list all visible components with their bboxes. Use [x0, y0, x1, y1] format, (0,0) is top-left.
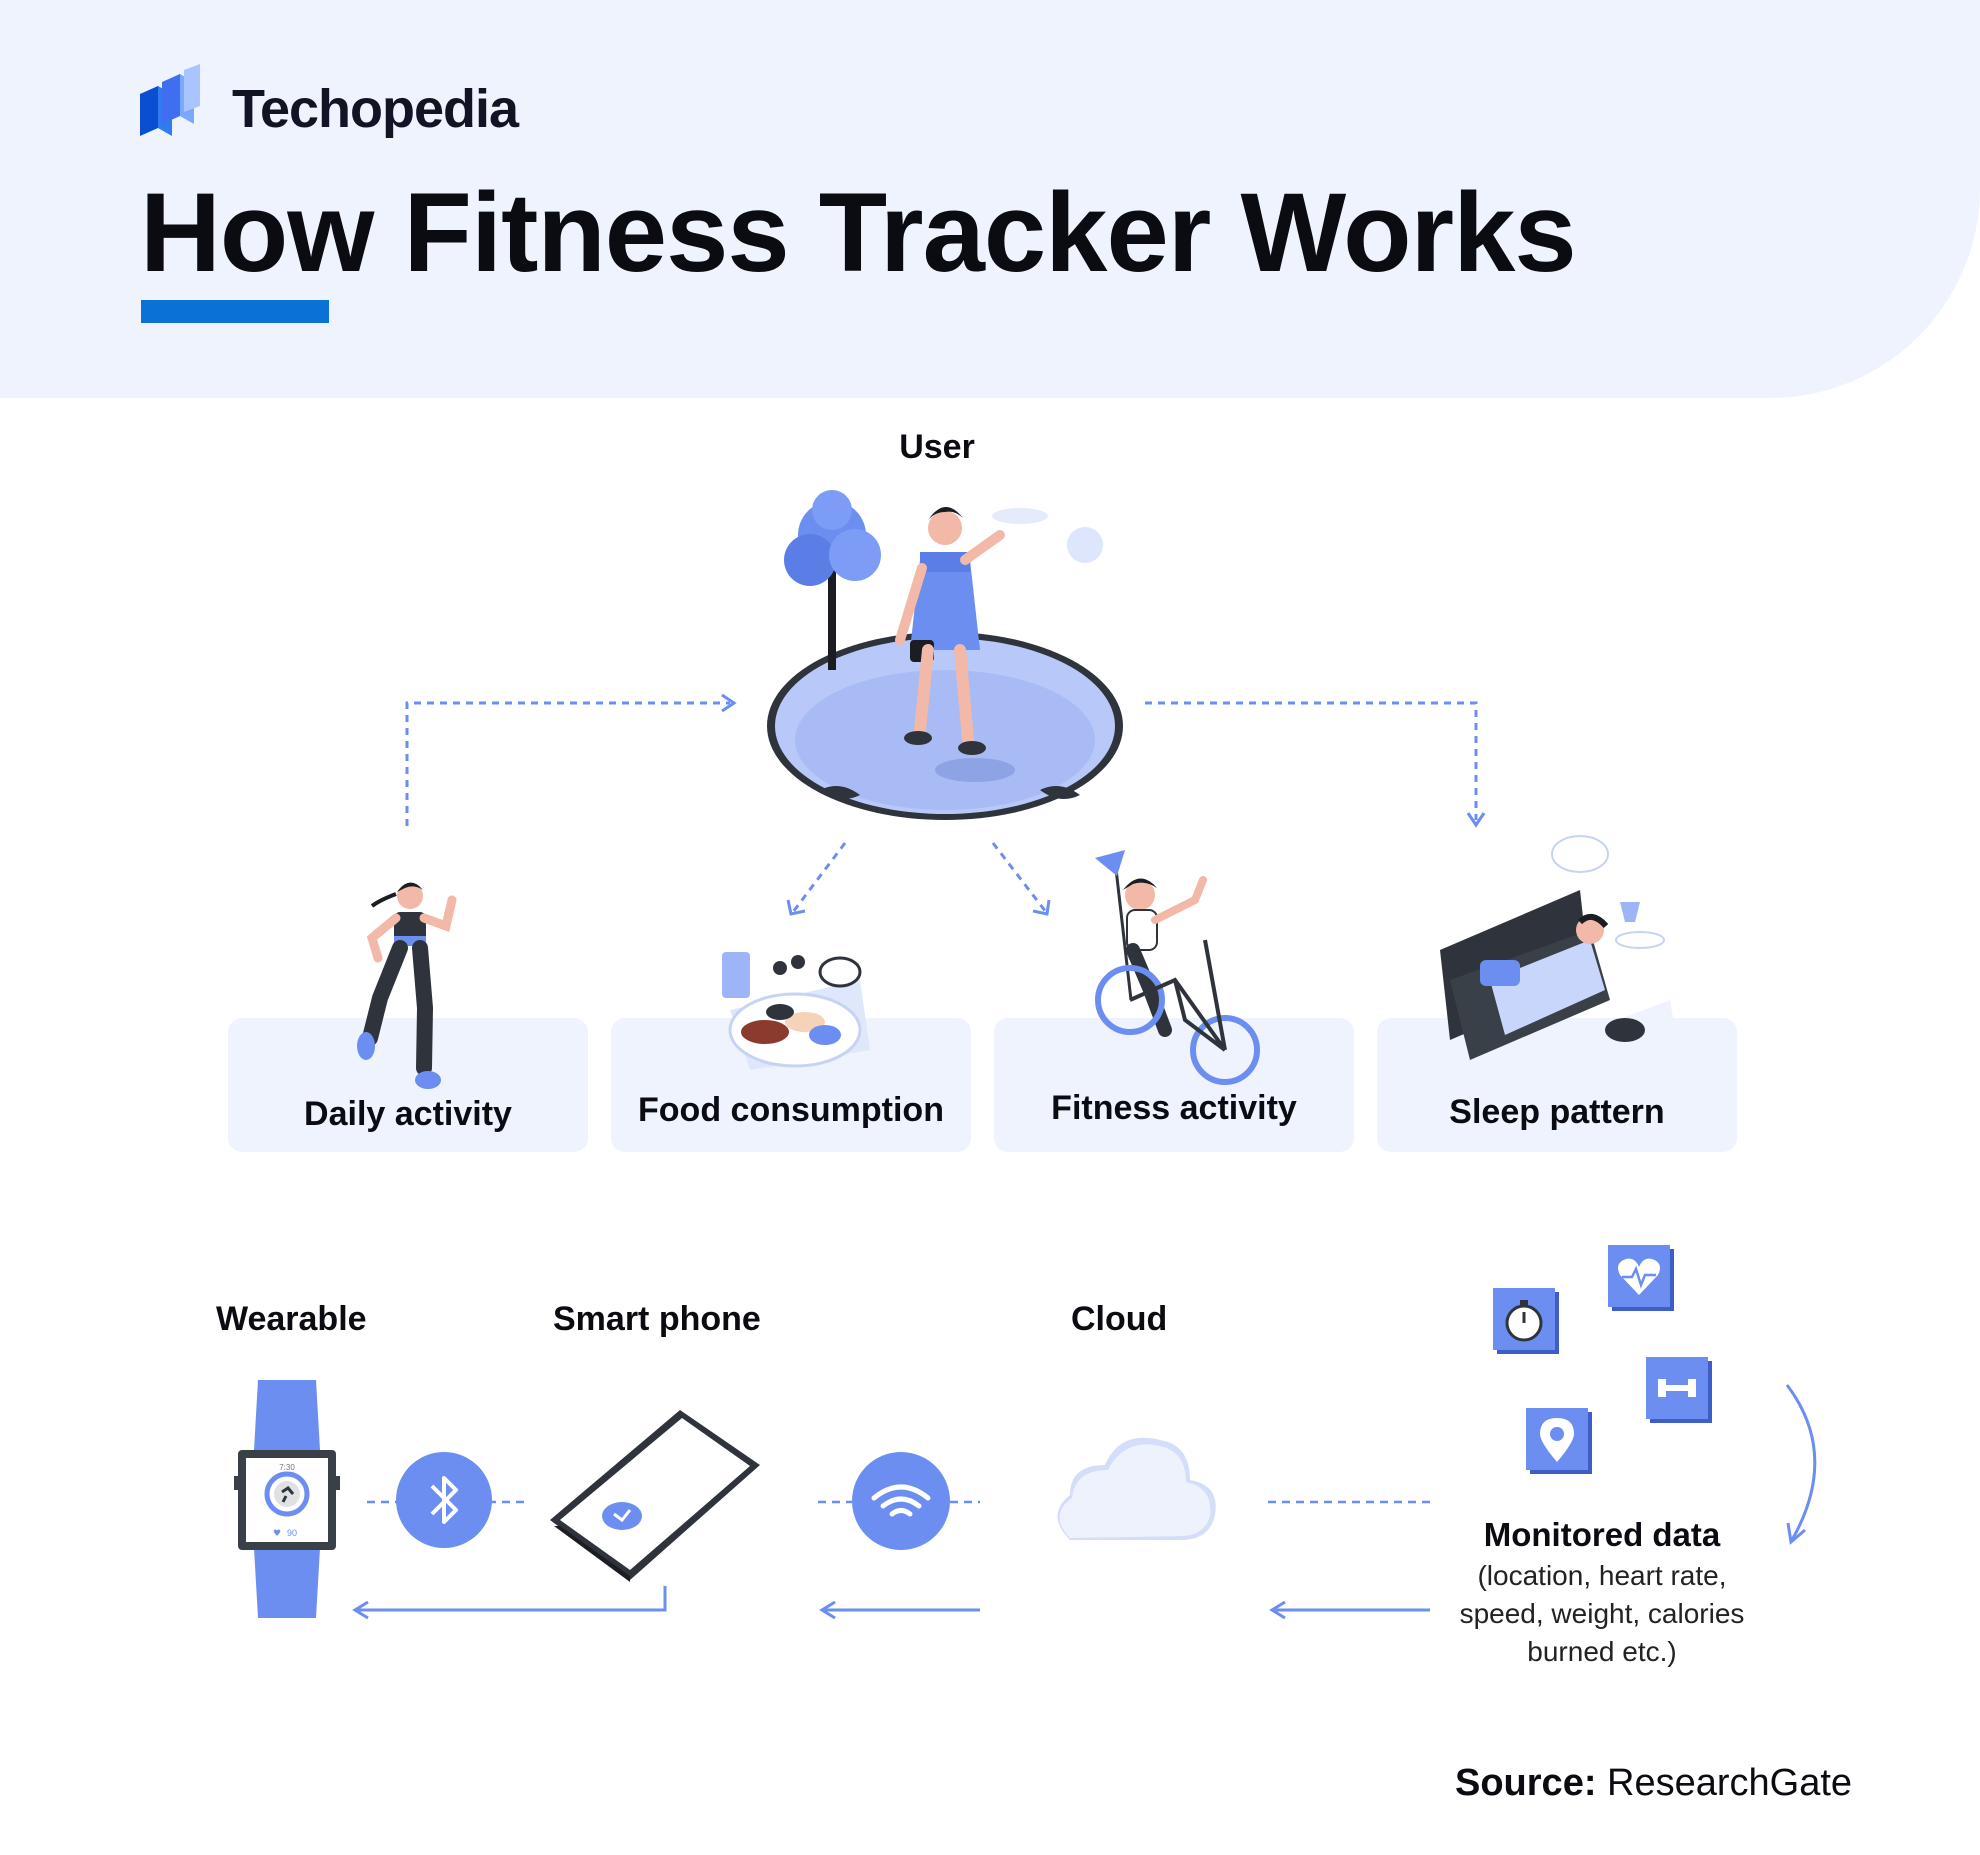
monitored-line: burned etc.) [1527, 1636, 1677, 1667]
page-title: How Fitness Tracker Works [140, 170, 1577, 295]
heart-rate-icon [1608, 1245, 1674, 1311]
card-label: Fitness activity [1051, 1089, 1297, 1127]
watch-time: 7:30 [279, 1463, 295, 1472]
monitored-line: (location, heart rate, [1477, 1560, 1727, 1591]
smartwatch-icon: 7:30 90 ♥ [234, 1380, 340, 1618]
stopwatch-icon [1493, 1288, 1559, 1354]
svg-text:♥: ♥ [273, 1529, 281, 1539]
woman-in-park-illustration [767, 490, 1123, 820]
card-fitness-activity: Fitness activity [994, 1018, 1354, 1152]
user-label: User [899, 428, 975, 466]
card-sleep-pattern: Sleep pattern [1377, 1018, 1737, 1152]
smartphone-label: Smart phone [553, 1300, 761, 1338]
dumbbell-icon [1646, 1357, 1712, 1423]
card-label: Sleep pattern [1449, 1093, 1665, 1131]
source-name: ResearchGate [1607, 1762, 1853, 1804]
header-background [0, 0, 1980, 398]
breakfast-illustration [722, 952, 870, 1070]
sleeping-on-sofa-illustration [1440, 835, 1680, 1080]
source-credit: Source: ResearchGate [1455, 1762, 1852, 1805]
monitored-line: speed, weight, calories [1459, 1598, 1745, 1629]
card-daily-activity: Daily activity [228, 1018, 588, 1152]
wearable-label: Wearable [216, 1300, 367, 1338]
location-pin-icon [1526, 1408, 1592, 1474]
cyclist-illustration [1095, 850, 1260, 1085]
card-label: Daily activity [304, 1095, 512, 1133]
wifi-icon [852, 1452, 950, 1550]
techopedia-logo-icon [140, 64, 200, 136]
source-prefix: Source: [1455, 1762, 1597, 1804]
title-underline [141, 300, 329, 323]
smartphone-icon [550, 1410, 760, 1582]
monitored-data-title: Monitored data [1483, 1516, 1721, 1553]
brand-name: Techopedia [232, 79, 519, 139]
running-woman-illustration [357, 882, 457, 1089]
bluetooth-icon [396, 1452, 492, 1548]
monitored-data-description: (location, heart rate, speed, weight, ca… [1422, 1557, 1782, 1671]
card-label: Food consumption [638, 1091, 944, 1129]
watch-heart-rate: 90 [287, 1528, 297, 1538]
cloud-label: Cloud [1071, 1300, 1168, 1338]
cloud-icon [1057, 1437, 1216, 1540]
